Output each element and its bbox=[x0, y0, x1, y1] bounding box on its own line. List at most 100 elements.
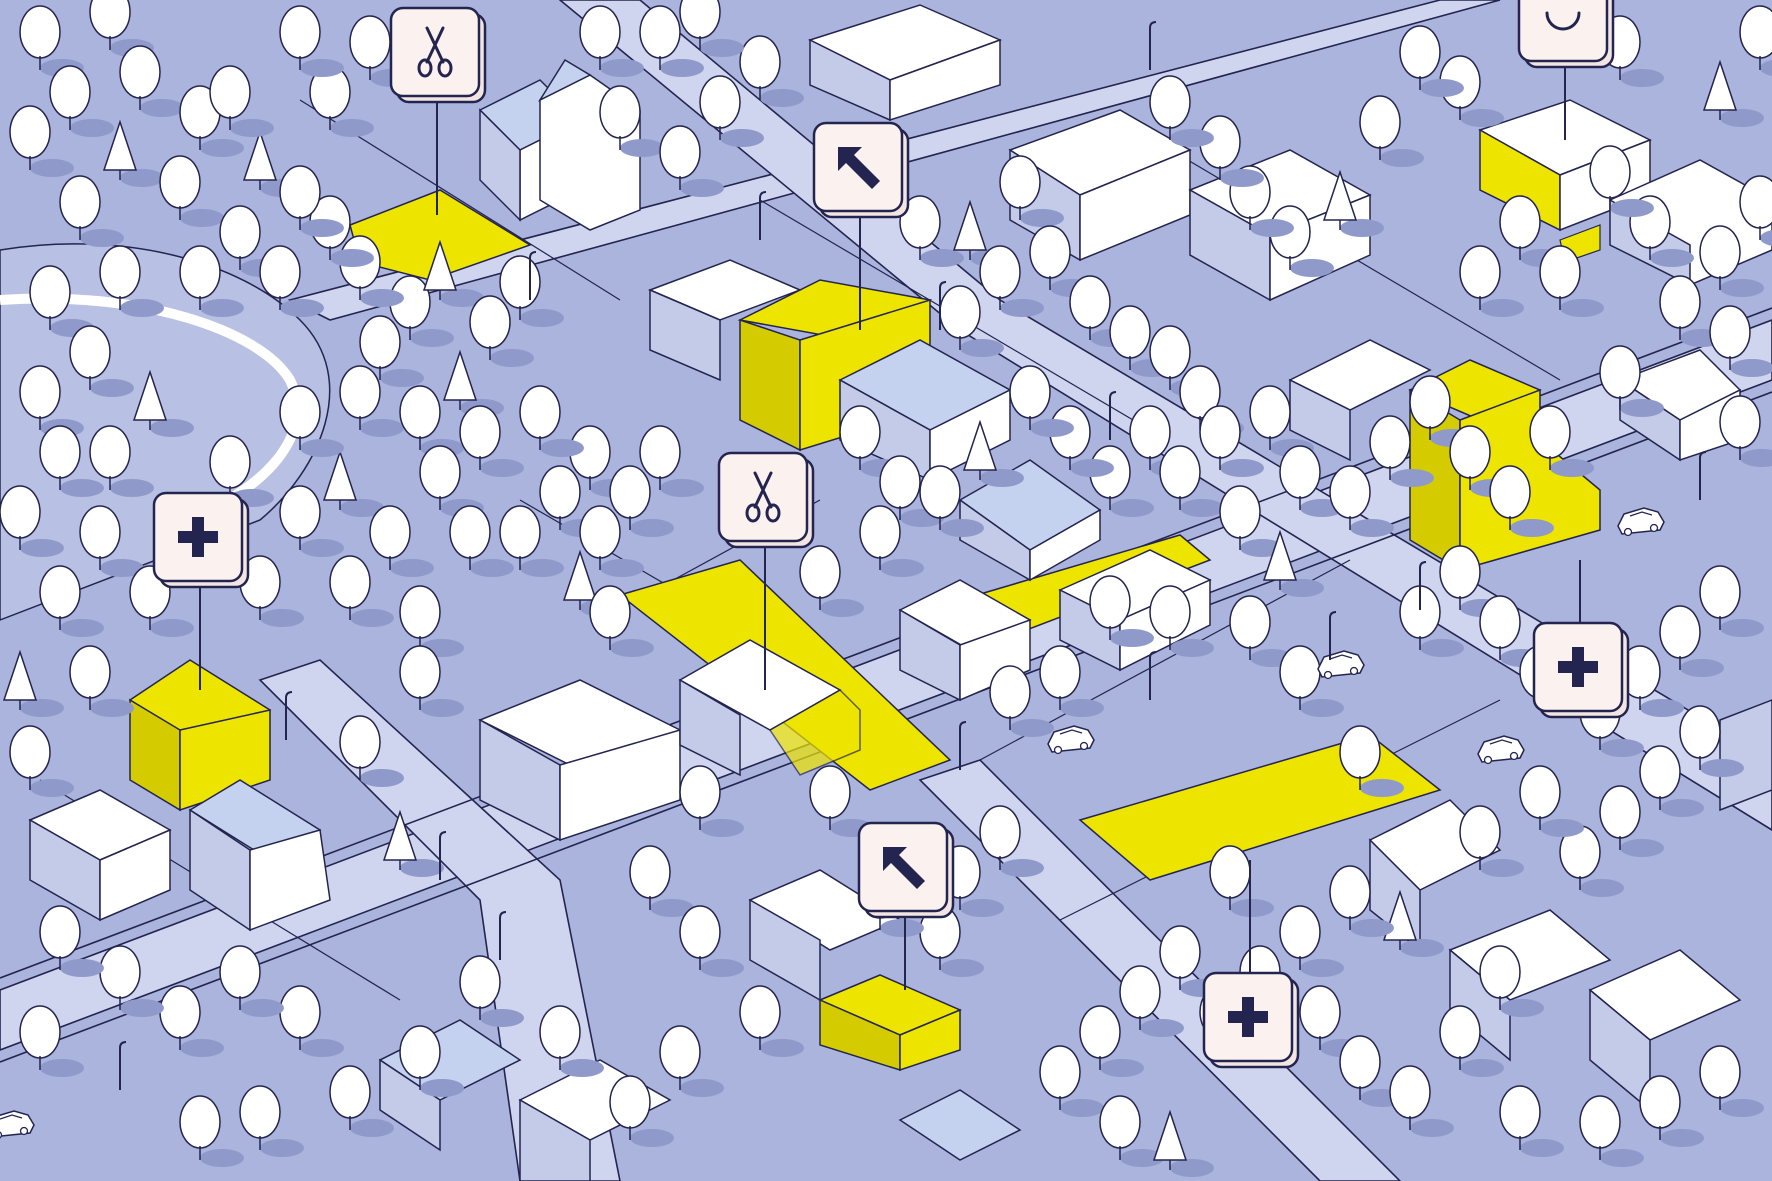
tree-shadow bbox=[1170, 1159, 1214, 1177]
tree-shadow bbox=[720, 129, 764, 147]
tree-shadow bbox=[240, 999, 284, 1017]
tree-shadow bbox=[1420, 639, 1464, 657]
tree-shadow bbox=[620, 139, 664, 157]
tree-shadow bbox=[1580, 879, 1624, 897]
tree-shadow bbox=[350, 1119, 394, 1137]
tree-shadow bbox=[680, 179, 724, 197]
tree-shadow bbox=[30, 159, 74, 177]
tree-shadow bbox=[1350, 919, 1394, 937]
houses bbox=[28, 4, 1772, 1181]
tree-shadow bbox=[1480, 859, 1524, 877]
tree-shadow bbox=[230, 119, 274, 137]
arrow-marker-sign[interactable] bbox=[812, 121, 910, 219]
plus-icon bbox=[1558, 647, 1598, 687]
tree-shadow bbox=[20, 539, 64, 557]
tree-shadow bbox=[1280, 579, 1324, 597]
tree-shadow bbox=[300, 59, 344, 77]
tree-shadow bbox=[660, 59, 704, 77]
tree-shadow bbox=[1110, 499, 1154, 517]
plus-marker-sign[interactable] bbox=[152, 491, 250, 589]
tree-shadow bbox=[260, 1139, 304, 1157]
tree-shadow bbox=[880, 919, 924, 937]
tree-shadow bbox=[1420, 79, 1464, 97]
tree-shadow bbox=[660, 479, 704, 497]
tree-shadow bbox=[1550, 459, 1594, 477]
tree-shadow bbox=[1030, 419, 1074, 437]
tree-shadow bbox=[60, 479, 104, 497]
tree-shadow bbox=[1720, 619, 1764, 637]
tree-shadow bbox=[120, 299, 164, 317]
tree-shadow bbox=[1650, 249, 1694, 267]
plus-marker-sign[interactable] bbox=[1202, 971, 1300, 1069]
tree-shadow bbox=[520, 309, 564, 327]
tree-shadow bbox=[1180, 499, 1224, 517]
tree-shadow bbox=[300, 439, 344, 457]
tree-shadow bbox=[120, 169, 164, 187]
tree-shadow bbox=[1220, 169, 1264, 187]
tree-shadow bbox=[1700, 759, 1744, 777]
tree-shadow bbox=[600, 559, 644, 577]
tree-shadow bbox=[380, 369, 424, 387]
tree-shadow bbox=[1620, 69, 1664, 87]
tree-shadow bbox=[1380, 149, 1424, 167]
tree-shadow bbox=[1560, 299, 1604, 317]
tree-shadow bbox=[80, 229, 124, 247]
tree-shadow bbox=[700, 39, 744, 57]
tree-shadow bbox=[20, 699, 64, 717]
cycle-marker-sign[interactable] bbox=[1517, 0, 1615, 69]
tree-shadow bbox=[470, 559, 514, 577]
tree-shadow bbox=[1720, 1099, 1764, 1117]
tree-shadow bbox=[1170, 129, 1214, 147]
tree-shadow bbox=[1140, 1019, 1184, 1037]
tree-shadow bbox=[420, 699, 464, 717]
plus-icon bbox=[1228, 997, 1268, 1037]
tree-shadow bbox=[330, 249, 374, 267]
tree-shadow bbox=[540, 439, 584, 457]
tree-shadow bbox=[360, 419, 404, 437]
tree-shadow bbox=[140, 99, 184, 117]
tree-shadow bbox=[330, 119, 374, 137]
tree-shadow bbox=[960, 339, 1004, 357]
tree-shadow bbox=[180, 1039, 224, 1057]
tree-shadow bbox=[1170, 639, 1214, 657]
tree-shadow bbox=[90, 379, 134, 397]
tree-shadow bbox=[600, 59, 644, 77]
tree-shadow bbox=[630, 519, 674, 537]
tree-shadow bbox=[1520, 1139, 1564, 1157]
tree-shadow bbox=[1300, 699, 1344, 717]
scissors-icon bbox=[745, 471, 781, 523]
tree-shadow bbox=[980, 469, 1024, 487]
tree-shadow bbox=[1400, 939, 1444, 957]
arrow-marker-sign[interactable] bbox=[857, 821, 955, 919]
tree-shadow bbox=[1460, 109, 1504, 127]
park-path bbox=[0, 293, 302, 525]
tree-shadow bbox=[410, 329, 454, 347]
tree-shadow bbox=[820, 599, 864, 617]
tree-shadow bbox=[1730, 359, 1772, 377]
tree-shadow bbox=[400, 859, 444, 877]
tree-shadow bbox=[1600, 739, 1644, 757]
tree-shadow bbox=[120, 999, 164, 1017]
tree-shadow bbox=[1060, 699, 1104, 717]
tree-shadow bbox=[490, 349, 534, 367]
tree-shadow bbox=[1640, 699, 1684, 717]
tree-shadow bbox=[200, 299, 244, 317]
plus-icon bbox=[178, 517, 218, 557]
plus-marker-sign[interactable] bbox=[1532, 621, 1630, 719]
tree-shadow bbox=[40, 1059, 84, 1077]
tree-shadow bbox=[1070, 459, 1114, 477]
scissors-icon bbox=[417, 26, 453, 78]
tree-shadow bbox=[1350, 519, 1394, 537]
tree-shadow bbox=[260, 609, 304, 627]
tree-shadow bbox=[560, 1059, 604, 1077]
tree-shadow bbox=[390, 559, 434, 577]
tree-shadow bbox=[1010, 719, 1054, 737]
scissors-marker-sign[interactable] bbox=[389, 6, 487, 104]
tree-shadow bbox=[90, 699, 134, 717]
tree-shadow bbox=[1250, 219, 1294, 237]
tree-shadow bbox=[700, 819, 744, 837]
scissors-marker-sign[interactable] bbox=[717, 451, 815, 549]
tree-shadow bbox=[1720, 279, 1764, 297]
tree-shadow bbox=[940, 959, 984, 977]
